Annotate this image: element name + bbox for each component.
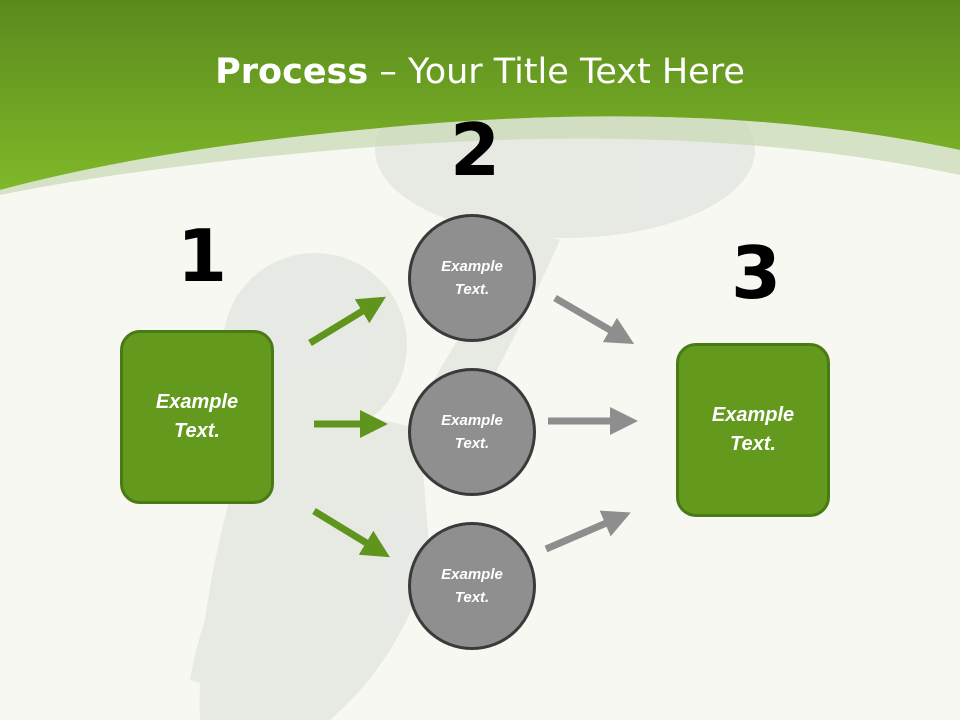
step-2-text-3: Example Text. [441, 566, 503, 606]
header-swoosh [0, 116, 960, 195]
title-bold: Process [215, 52, 369, 92]
step-1-box: Example Text. [120, 330, 274, 504]
title-rest: – Your Title Text Here [368, 52, 745, 92]
step-2-circle-2: Example Text. [408, 368, 536, 496]
step-3-number: 3 [731, 231, 782, 315]
step-3-text: Example Text. [711, 404, 795, 455]
arrow-2c-to-3 [544, 510, 631, 553]
step-2-number: 2 [450, 108, 501, 192]
step-2-circle-3: Example Text. [408, 522, 536, 650]
header-band [0, 0, 960, 190]
step-1-text: Example Text. [155, 391, 239, 442]
step-3-box: Example Text. [676, 343, 830, 517]
step-2-circle-1: Example Text. [408, 214, 536, 342]
step-2-text-2: Example Text. [441, 412, 503, 452]
slide-title: Process – Your Title Text Here [0, 52, 960, 92]
arrow-1-to-2c [312, 508, 390, 558]
step-1-number: 1 [177, 214, 228, 298]
step-2-text-1: Example Text. [441, 258, 503, 298]
arrow-1-to-2a [308, 296, 386, 346]
arrow-2a-to-3 [553, 294, 635, 345]
